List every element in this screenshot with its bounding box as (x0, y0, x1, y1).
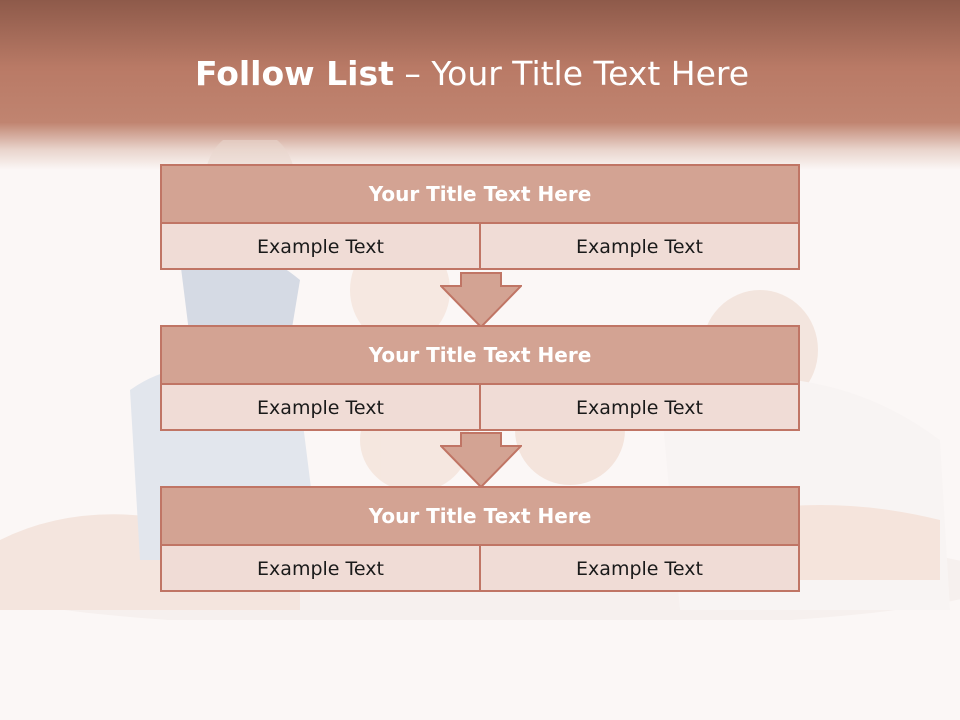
step-row: Example Text Example Text (162, 385, 798, 431)
step-left-text: Example Text (257, 397, 384, 419)
title-bold: Follow List (194, 54, 394, 93)
title-rest: – Your Title Text Here (393, 54, 750, 93)
down-arrow-icon (440, 432, 522, 488)
title-bar: Follow List – Your Title Text Here (0, 0, 960, 170)
step-right-text: Example Text (479, 385, 798, 431)
step-left-text: Example Text (257, 236, 384, 258)
step-title: Your Title Text Here (162, 166, 798, 224)
step-title: Your Title Text Here (162, 327, 798, 385)
step-card-3: Your Title Text Here Example Text Exampl… (160, 486, 800, 592)
step-card-2: Your Title Text Here Example Text Exampl… (160, 325, 800, 431)
slide-title: Follow List – Your Title Text Here (0, 54, 944, 93)
down-arrow-icon (440, 272, 522, 328)
step-left-text: Example Text (257, 558, 384, 580)
step-right-text: Example Text (479, 546, 798, 592)
step-right-text: Example Text (479, 224, 798, 270)
step-row: Example Text Example Text (162, 224, 798, 270)
step-row: Example Text Example Text (162, 546, 798, 592)
step-title: Your Title Text Here (162, 488, 798, 546)
step-card-1: Your Title Text Here Example Text Exampl… (160, 164, 800, 270)
